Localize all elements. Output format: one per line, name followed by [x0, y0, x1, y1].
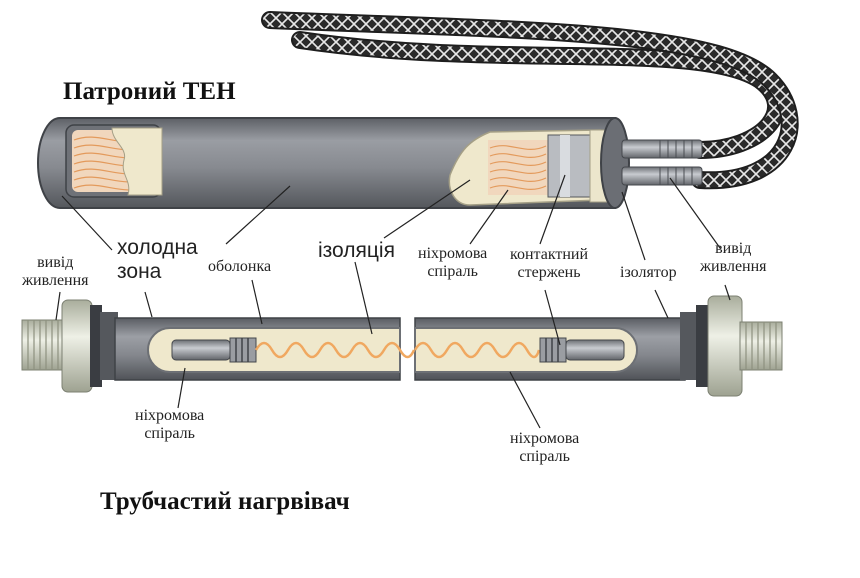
cartridge-heater-title: Патроний ТЕН	[63, 78, 236, 105]
label-power-lead-right-line2: живлення	[700, 258, 767, 276]
cartridge-heater	[37, 117, 703, 209]
label-nichrome-bottom-left-line1: ніхромова	[135, 407, 205, 424]
right-thread-fitting	[680, 295, 783, 397]
label-sheath: оболонка	[208, 258, 272, 275]
tubular-heater	[21, 295, 783, 397]
left-thread-fitting	[21, 299, 118, 393]
label-power-lead-left-line2: живлення	[22, 272, 89, 290]
label-insulation: ізоляція	[318, 239, 395, 262]
label-nichrome-bottom-right-line2: спіраль	[519, 448, 570, 466]
label-contact-rod-line1: контактний	[510, 246, 589, 263]
label-cold-zone-line1: холодна	[117, 236, 198, 259]
label-power-lead-right: вивід живлення	[700, 240, 767, 277]
cartridge-left-cutaway	[65, 124, 163, 198]
label-cold-zone-line2: зона	[117, 260, 162, 284]
label-nichrome-bottom-right-line1: ніхромова	[510, 430, 580, 447]
label-contact-rod-line2: стержень	[517, 264, 581, 282]
label-power-lead-left: вивід живлення	[22, 254, 89, 291]
tubular-heater-title: Трубчастий нагрвівач	[100, 488, 350, 515]
label-insulator: ізолятор	[620, 264, 677, 281]
label-contact-rod: контактний стержень	[510, 246, 588, 283]
label-nichrome-bottom-left: ніхромова спіраль	[135, 407, 204, 444]
label-nichrome-top: ніхромова спіраль	[418, 245, 487, 282]
label-cold-zone: холодна зона	[117, 236, 198, 284]
leader-lines	[55, 174, 731, 429]
label-nichrome-bottom-left-line2: спіраль	[144, 425, 195, 443]
label-power-lead-right-line1: вивід	[715, 240, 752, 257]
label-power-lead-left-line1: вивід	[37, 254, 74, 271]
label-nichrome-top-line1: ніхромова	[418, 245, 488, 262]
label-nichrome-bottom-right: ніхромова спіраль	[510, 430, 579, 467]
braided-power-leads	[261, 11, 799, 190]
cartridge-right-cutaway	[448, 129, 611, 206]
label-nichrome-top-line2: спіраль	[427, 263, 478, 281]
